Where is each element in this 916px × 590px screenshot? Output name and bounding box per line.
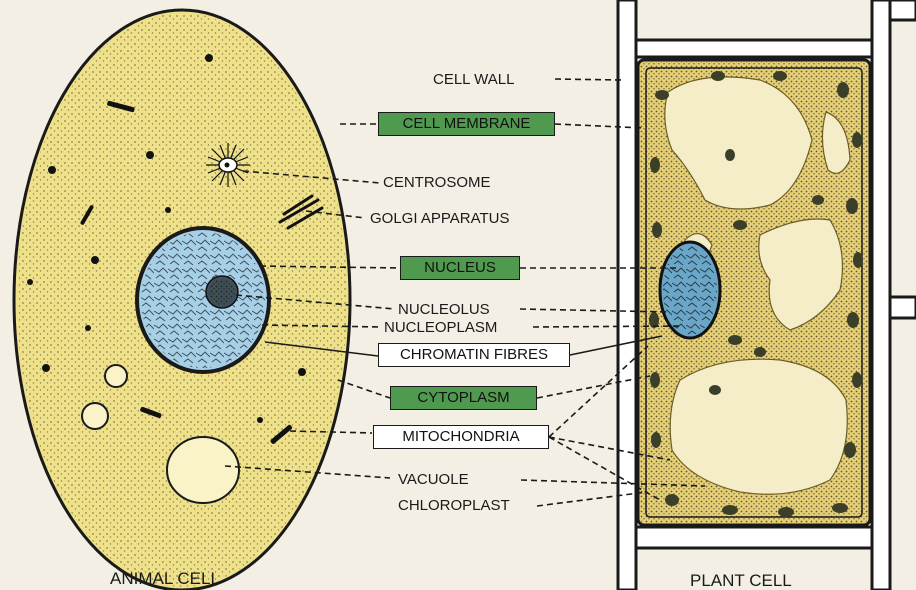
label-golgi-apparatus: GOLGI APPARATUS [370, 211, 509, 226]
label-vacuole: VACUOLE [398, 472, 469, 487]
label-mitochondria: MITOCHONDRIA [373, 425, 549, 449]
label-chromatin-fibres: CHROMATIN FIBRES [378, 343, 570, 367]
animal-nucleus [137, 228, 269, 372]
label-cell-membrane: CELL MEMBRANE [378, 112, 555, 136]
label-nucleolus: NUCLEOLUS [398, 302, 490, 317]
label-cytoplasm: CYTOPLASM [390, 386, 537, 410]
centrosome-shape [206, 143, 250, 187]
label-nucleus: NUCLEUS [400, 256, 520, 280]
label-nucleoplasm: NUCLEOPLASM [384, 320, 497, 335]
plant-cell [618, 0, 916, 590]
cell-wall [618, 0, 636, 590]
caption-animal-cell: ANIMAL CELL [110, 570, 220, 587]
caption-plant-cell: PLANT CELL [690, 572, 792, 589]
label-cell-wall: CELL WALL [433, 72, 514, 87]
label-centrosome: CENTROSOME [383, 175, 491, 190]
plant-nucleus [660, 242, 720, 338]
label-chloroplast: CHLOROPLAST [398, 498, 510, 513]
